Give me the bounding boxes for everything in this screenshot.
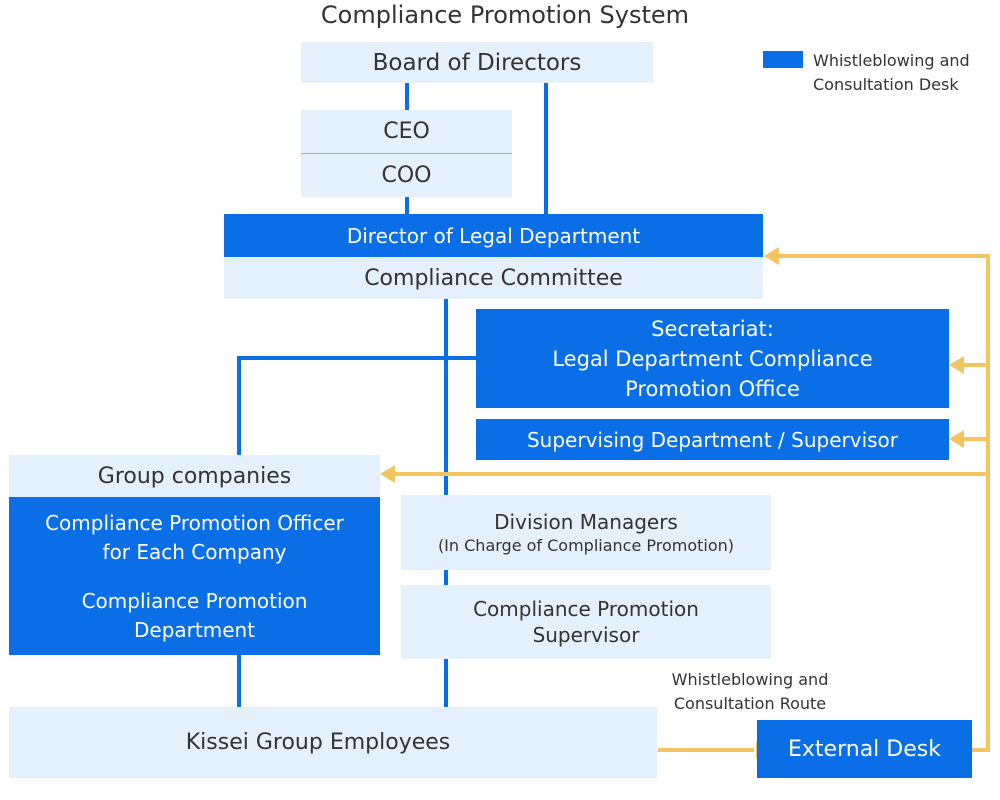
coo-box: COO — [301, 154, 512, 197]
group-companies-detail-box: Compliance Promotion Officer for Each Co… — [9, 497, 380, 655]
ceo-box: CEO — [301, 110, 512, 154]
secretariat-line-2: Legal Department Compliance — [552, 346, 873, 371]
promotion-officer-line-1: Compliance Promotion Officer — [45, 511, 344, 535]
legend-swatch — [763, 51, 803, 68]
secretariat-line-1: Secretariat: — [651, 316, 774, 341]
route-line-up — [778, 254, 990, 752]
route-label: Whistleblowing and Consultation Route — [671, 670, 829, 713]
arrowhead-to-secretariat — [949, 356, 964, 374]
division-managers-box: Division Managers (In Charge of Complian… — [401, 495, 771, 570]
legend-label: Whistleblowing and Consultation Desk — [813, 51, 970, 94]
group-companies-box: Group companies — [9, 455, 380, 497]
page-title: Compliance Promotion System — [320, 1, 690, 29]
promotion-supervisor-box: Compliance Promotion Supervisor — [401, 585, 771, 659]
compliance-committee-box: Compliance Committee — [224, 257, 763, 299]
arrowhead-to-group — [380, 465, 395, 483]
promotion-dept-line-2: Department — [133, 618, 256, 642]
division-managers-subtitle: (In Charge of Compliance Promotion) — [437, 535, 735, 555]
arrowhead-to-director — [764, 247, 779, 265]
external-desk-box: External Desk — [757, 720, 972, 778]
promotion-supervisor-line-1: Compliance Promotion — [473, 597, 699, 621]
promotion-dept-line-1: Compliance Promotion — [81, 589, 308, 613]
board-of-directors-box: Board of Directors — [301, 42, 653, 83]
promotion-supervisor-line-2: Supervisor — [532, 623, 640, 647]
supervising-department-box: Supervising Department / Supervisor — [476, 419, 949, 460]
line-secretariat-group — [237, 356, 476, 455]
arrowhead-to-supervising — [949, 430, 964, 448]
director-legal-box: Director of Legal Department — [224, 214, 763, 257]
promotion-officer-line-2: for Each Company — [102, 540, 287, 564]
employees-box: Kissei Group Employees — [9, 707, 657, 778]
division-managers-title: Division Managers — [494, 509, 678, 534]
secretariat-line-3: Promotion Office — [625, 376, 800, 401]
secretariat-box: Secretariat: Legal Department Compliance… — [476, 309, 949, 408]
